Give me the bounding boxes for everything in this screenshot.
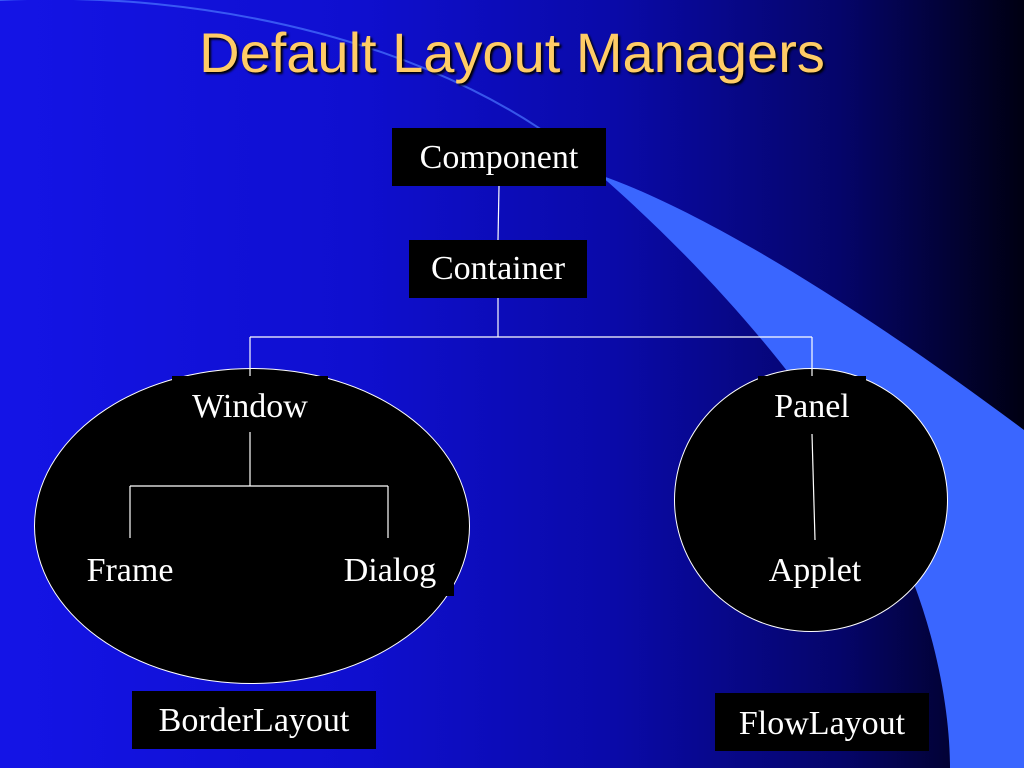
connector-component-container — [497, 185, 500, 241]
node-frame: Frame — [68, 538, 192, 596]
swoosh-line — [0, 0, 601, 176]
node-dialog: Dialog — [326, 538, 454, 596]
node-panel: Panel — [758, 376, 866, 434]
node-container: Container — [409, 240, 587, 298]
node-component: Component — [392, 128, 606, 186]
node-window: Window — [172, 376, 328, 432]
slide-title: Default Layout Managers — [199, 21, 825, 84]
label-flow-layout: FlowLayout — [715, 693, 929, 751]
node-applet: Applet — [752, 540, 878, 598]
label-border-layout: BorderLayout — [132, 691, 376, 749]
connector-panel-applet — [811, 433, 816, 541]
